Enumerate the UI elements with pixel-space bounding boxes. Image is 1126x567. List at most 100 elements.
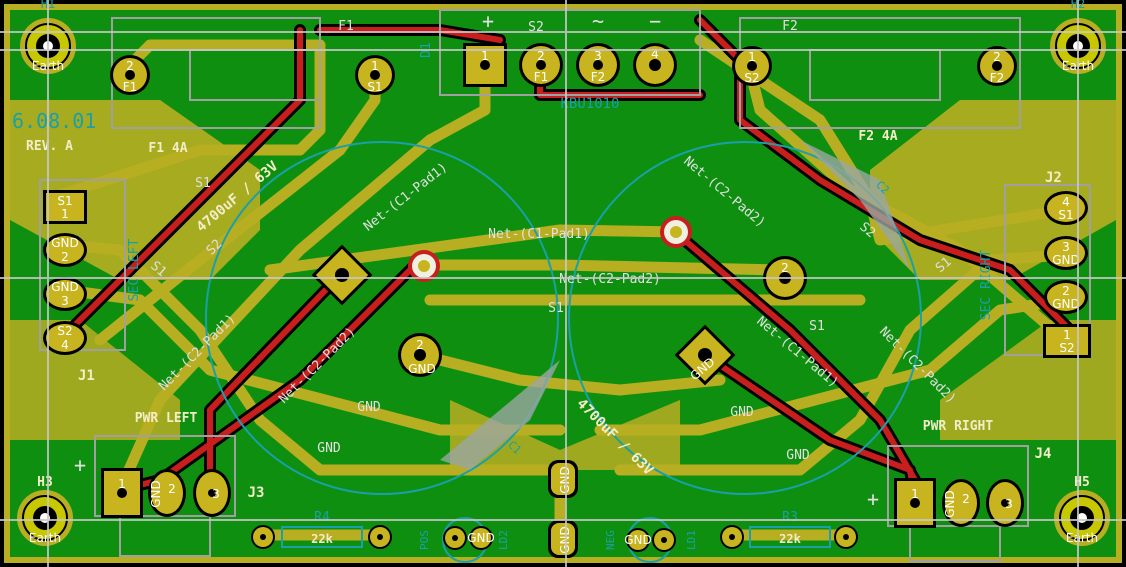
connector-j2-pin-2[interactable]: 2 GND [1044, 280, 1088, 314]
connector-j3-pin-1[interactable]: 1 [101, 468, 143, 518]
pad-number: 3 [61, 294, 69, 308]
connector-j3-title: PWR LEFT [135, 411, 198, 426]
c2-pad-1[interactable]: GND [674, 324, 736, 386]
pad-net: F2 [591, 70, 606, 84]
connector-j2-pin-1[interactable]: 1 S2 [1043, 324, 1091, 358]
pad-net: S1 [1058, 208, 1073, 222]
pad-net: GND [51, 236, 79, 250]
pad-number: 2 [537, 49, 545, 63]
via-c2-pad2[interactable] [660, 216, 692, 248]
c1-pad-2[interactable]: 2 GND [398, 333, 442, 377]
connector-j2-pin-4[interactable]: 4 S1 [1044, 191, 1088, 225]
fuse-f2-rating: F2 4A [858, 129, 897, 144]
fuse-f1[interactable]: F1 F1 4A 2 F1 1 S1 [110, 19, 395, 156]
pad-net: GND [943, 490, 957, 518]
fuse-f1-pad-1[interactable]: 1 S1 [355, 55, 395, 95]
pad-number: 1 [118, 477, 126, 491]
connector-j3-pin-2[interactable]: 2 GND [148, 469, 186, 517]
mounting-hole-label: Earth [1066, 531, 1098, 545]
pad-number: 3 [1005, 497, 1013, 511]
pad-number: 1 [61, 207, 69, 221]
revision-label: REV. A [26, 139, 73, 154]
led-ld1-label: NEG [604, 530, 617, 550]
revision-code: 6.08.01 [12, 109, 96, 133]
pad-number: 3 [212, 487, 220, 501]
net-label-s1: S1 [809, 319, 825, 334]
c2-polarity-band [800, 140, 910, 270]
pad-number: 1 [911, 487, 919, 501]
led-ld2[interactable]: POS LD2 GND [418, 526, 510, 550]
connector-j1-pin-1[interactable]: S1 1 [43, 190, 87, 224]
net-label-c2-pad2: Net-(C2-Pad2) [559, 272, 661, 287]
fuse-f2-pad-1[interactable]: 1 S2 [732, 46, 772, 86]
mounting-hole-ref: H5 [1074, 475, 1090, 490]
pad-number: 2 [416, 338, 424, 352]
fuse-f1-pad-2[interactable]: 2 F1 [110, 55, 150, 95]
pad-number: 4 [1062, 195, 1070, 209]
c1-polarity-band [440, 360, 560, 470]
pad-number: 2 [962, 492, 970, 506]
connector-j1-ref: J1 [78, 368, 95, 384]
r3-body [749, 526, 831, 548]
pad-number: 1 [371, 59, 379, 73]
connector-j4-pin-2[interactable]: 2 GND [942, 479, 980, 527]
connector-j1[interactable]: J1 SEC LEFT S1 1 GND 2 GND 3 S2 4 [43, 190, 142, 384]
connector-j3-ref: J3 [248, 485, 265, 501]
resistor-r3[interactable]: R3 22k [720, 510, 858, 549]
resistor-r3-ref: R3 [782, 510, 798, 525]
connector-j2-pin-3[interactable]: 3 GND [1044, 236, 1088, 270]
connector-j3[interactable]: PWR LEFT J3 + 1 2 GND 3 [74, 411, 264, 518]
bridge-pad-2[interactable]: 2 F1 [519, 43, 563, 87]
pad-number: 2 [781, 261, 789, 275]
connector-j3-pin-3[interactable]: 3 [193, 469, 231, 517]
resistor-bodies [281, 526, 831, 548]
via-c1-pad1[interactable] [408, 250, 440, 282]
connector-j1-pin-2[interactable]: GND 2 [43, 233, 87, 267]
pad-net: GND [1052, 253, 1080, 267]
pad-net: S1 [57, 194, 72, 208]
fuse-f2[interactable]: F2 F2 4A 1 S2 2 F2 [732, 19, 1017, 144]
bridge-pad-4[interactable]: 4 [633, 43, 677, 87]
connector-j1-pin-4[interactable]: S2 4 [43, 321, 87, 355]
pad-number: 2 [126, 59, 134, 73]
fuse-f2-pad-2[interactable]: 2 F2 [977, 46, 1017, 86]
connector-j3-plus: + [74, 453, 86, 477]
pad-net: S2 [744, 71, 759, 85]
connector-j4-plus: + [867, 487, 879, 511]
c1-outline [205, 141, 559, 495]
pad-net: GND [1052, 297, 1080, 311]
fuse-f1-rating: F1 4A [148, 141, 187, 156]
bridge-pad-3[interactable]: 3 F2 [576, 43, 620, 87]
connector-j4-pin-3[interactable]: 3 [986, 479, 1024, 527]
net-label-gnd: GND [786, 448, 810, 463]
pad-number: 3 [594, 49, 602, 63]
resistor-r4-ref: R4 [314, 510, 330, 525]
connector-j1-pin-3[interactable]: GND 3 [43, 277, 87, 311]
pad-net: S2 [1059, 341, 1074, 355]
pad-number: 4 [61, 338, 69, 352]
pad-net: GND [467, 531, 495, 545]
pad-net: S2 [57, 324, 72, 338]
pad-number: 2 [61, 250, 69, 264]
resistor-r4[interactable]: R4 22k [251, 510, 392, 549]
bridge-plus-mark: + [482, 9, 494, 33]
pad-number: 2 [993, 50, 1001, 64]
connector-j2-ref: J2 [1045, 170, 1062, 186]
capacitor-outlines [205, 141, 922, 495]
pad-number: 2 [168, 482, 176, 496]
c2-outline [568, 141, 922, 495]
bridge-pad-1[interactable]: 1 [463, 43, 507, 87]
pad-net: GND [624, 533, 652, 547]
pad-number: 3 [1062, 240, 1070, 254]
c1-pad-1[interactable] [311, 244, 373, 306]
net-label-gnd: GND [317, 441, 341, 456]
fuse-f2-ref: F2 [782, 19, 798, 34]
resistor-r4-value: 22k [311, 532, 333, 546]
connector-j2-title: SEC RIGHT [979, 250, 994, 321]
pad-number: 4 [651, 47, 659, 61]
connector-j4-title: PWR RIGHT [923, 419, 994, 434]
led-ld1[interactable]: NEG LD1 GND [604, 528, 698, 552]
pad-net: F2 [990, 71, 1005, 85]
pad-number: 1 [481, 49, 489, 63]
